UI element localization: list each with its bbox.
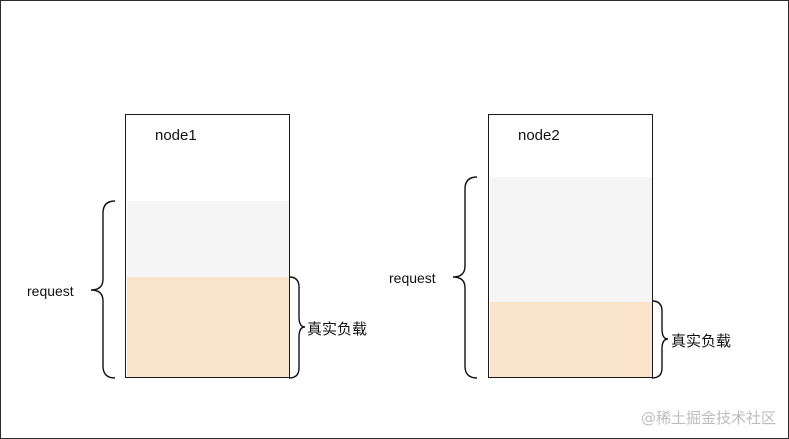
node1-request-label: request bbox=[27, 283, 74, 299]
node1-load-brace bbox=[288, 276, 306, 379]
node1-load-label: 真实负载 bbox=[307, 320, 368, 338]
node2-load-label: 真实负载 bbox=[671, 332, 732, 350]
node2-load-brace bbox=[651, 300, 669, 379]
node1-load-band bbox=[126, 277, 289, 377]
node1-label: node1 bbox=[155, 127, 197, 144]
node2-request-band bbox=[489, 177, 652, 302]
watermark: @稀土掘金技术社区 bbox=[640, 409, 776, 427]
node2-request-label: request bbox=[389, 270, 436, 286]
node2-request-brace bbox=[452, 176, 478, 379]
node2-label: node2 bbox=[518, 127, 560, 144]
node2-load-band bbox=[489, 302, 652, 377]
node1-request-brace bbox=[90, 200, 116, 379]
node1-request-band bbox=[126, 201, 289, 277]
